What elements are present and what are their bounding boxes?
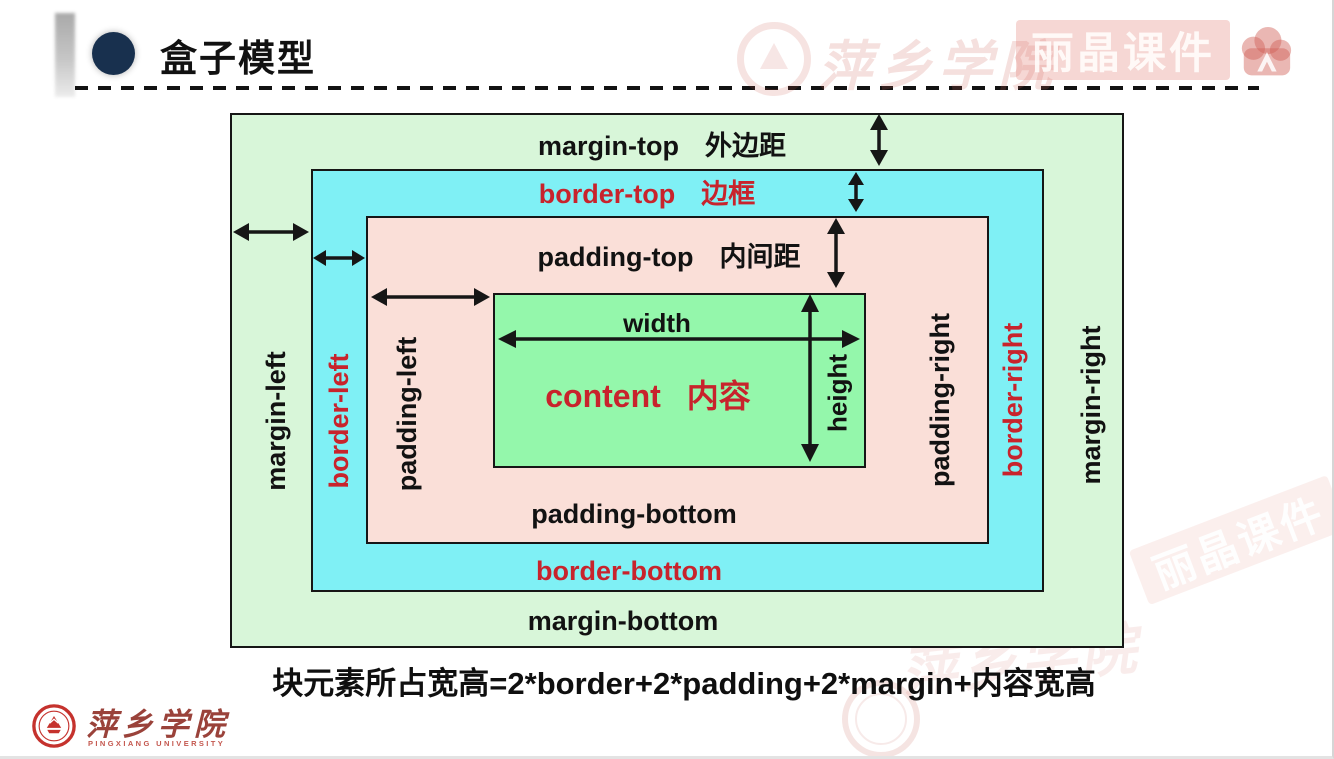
- formula-text: 块元素所占宽高=2*border+2*padding+2*margin+内容宽高: [272, 666, 1096, 701]
- university-name-zh: 萍乡学院: [86, 707, 230, 743]
- title-bullet-dot-icon: [92, 32, 135, 75]
- dashed-divider: [75, 86, 1259, 90]
- margin-bottom-label: margin-bottom: [527, 606, 719, 636]
- padding-right-label: padding-right: [925, 313, 956, 487]
- content-box: [493, 293, 866, 468]
- height-arrow-icon: [801, 294, 819, 462]
- border-left-label: border-left: [324, 353, 355, 489]
- margin-left-arrow-icon: [233, 223, 309, 241]
- watermark-badge: 丽晶课件: [1128, 475, 1332, 606]
- border-left-arrow-icon: [313, 250, 365, 266]
- height-label: height: [822, 354, 853, 432]
- padding-top-arrow-icon: [827, 218, 845, 288]
- margin-left-label: margin-left: [261, 351, 292, 491]
- padding-left-label: padding-left: [392, 336, 423, 492]
- university-seal-icon: [31, 703, 77, 749]
- cloud-icon: [1237, 27, 1295, 82]
- watermark-rotated-badge: 丽晶课件: [1128, 453, 1332, 606]
- border-top-arrow-icon: [848, 172, 864, 212]
- width-label: width: [623, 308, 691, 338]
- watermark-seal-icon: [842, 680, 920, 756]
- margin-top-arrow-icon: [870, 114, 888, 166]
- margin-right-label: margin-right: [1076, 325, 1107, 485]
- padding-left-arrow-icon: [371, 288, 490, 306]
- watermark-badge: 丽晶课件: [1016, 20, 1230, 80]
- watermark-seal-icon: [737, 22, 811, 96]
- border-bottom-label: border-bottom: [536, 556, 722, 586]
- watermark-school-name: 萍乡学院: [818, 34, 1058, 98]
- university-name-en: PINGXIANG UNIVERSITY: [88, 739, 226, 748]
- page-title: 盒子模型: [160, 38, 316, 79]
- padding-bottom-label: padding-bottom: [531, 499, 737, 529]
- border-right-label: border-right: [998, 322, 1029, 478]
- width-arrow-icon: [498, 330, 860, 348]
- title-accent-bar: [55, 13, 75, 97]
